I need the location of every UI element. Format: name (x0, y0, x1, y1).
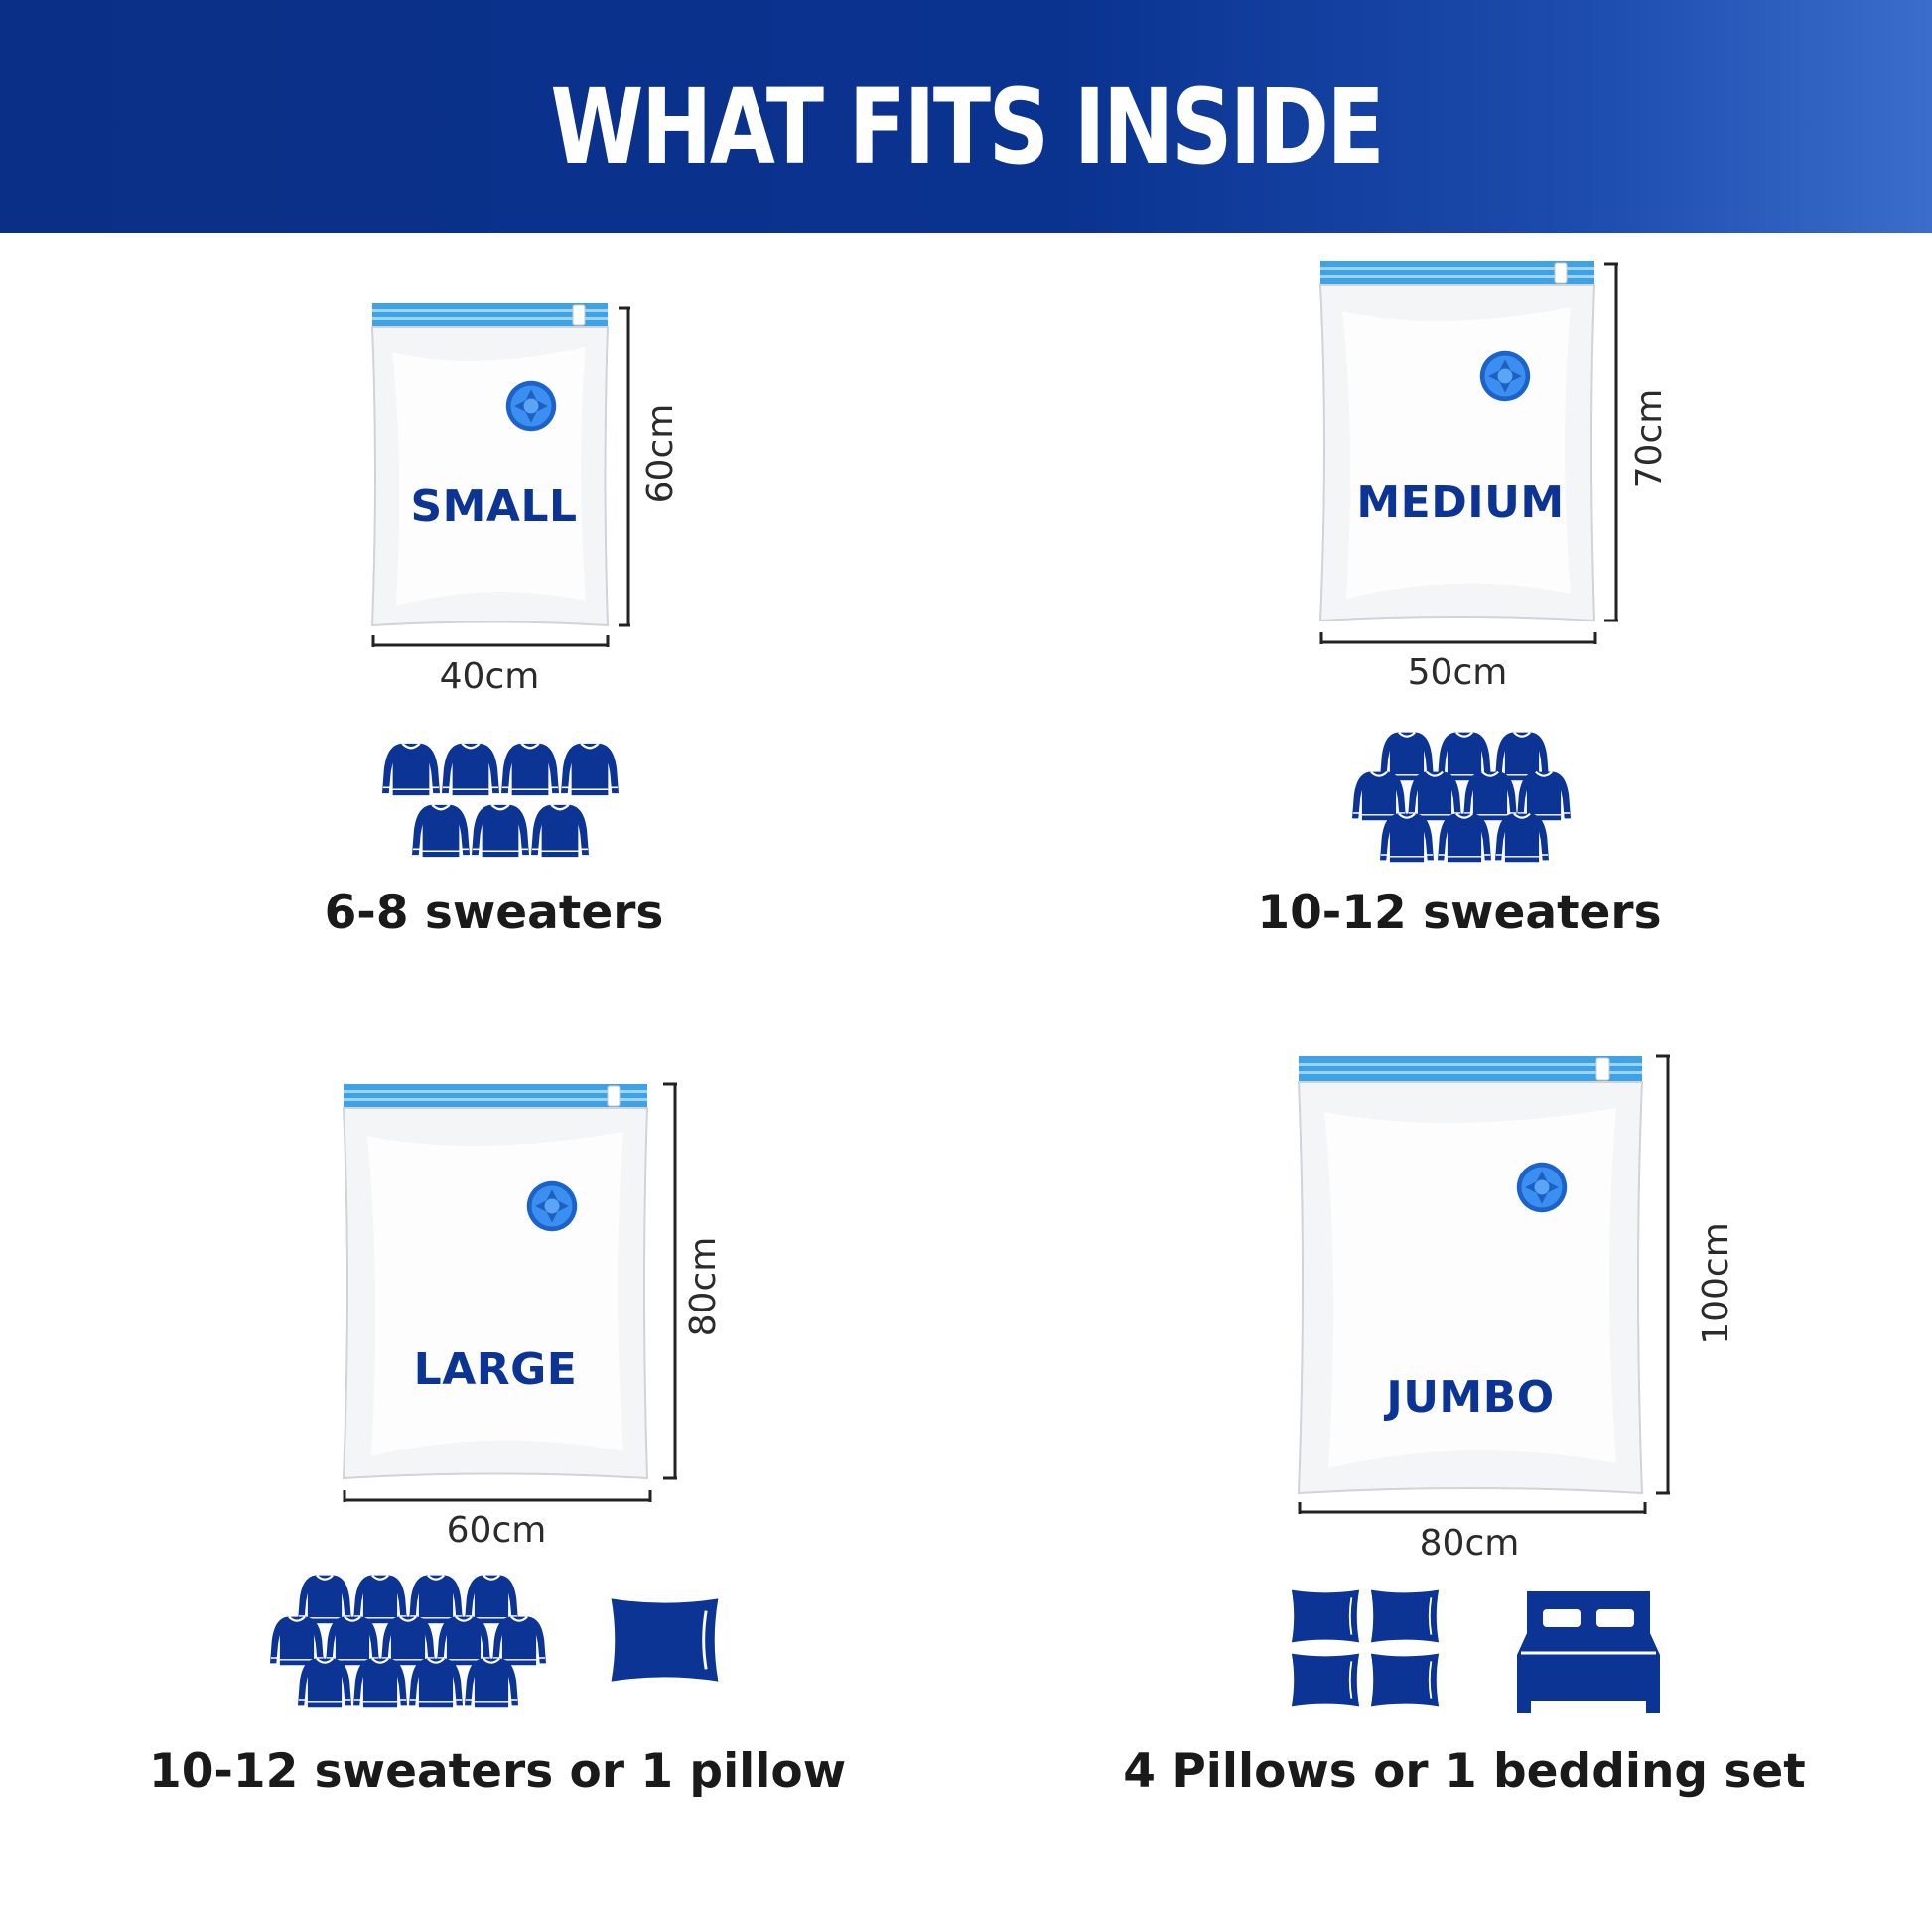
sweater-icon (1380, 810, 1434, 864)
bag-small: SMALL (370, 303, 630, 640)
valve-icon (503, 378, 559, 434)
width-label: 80cm (1419, 1523, 1520, 1564)
height-label: 70cm (1629, 388, 1670, 489)
sweater-icon (1438, 810, 1491, 864)
pillow-icon (1366, 1586, 1444, 1647)
pillow-icon-group (1287, 1586, 1446, 1715)
sweater-icon-group (382, 740, 621, 864)
sweater-icon (561, 740, 619, 797)
pillow-icon (603, 1591, 727, 1689)
sweater-icon (442, 740, 499, 797)
bed-icon (1517, 1591, 1660, 1713)
sweater-icon (472, 801, 529, 859)
bag-label: LARGE (413, 1344, 578, 1395)
capacity-caption: 10-12 sweaters or 1 pillow (149, 1744, 847, 1799)
sweater-icon (382, 740, 440, 797)
capacity-caption: 4 Pillows or 1 bedding set (1123, 1744, 1806, 1799)
pillow-icon (1287, 1586, 1364, 1647)
pillow-icon (1366, 1649, 1444, 1711)
height-label: 80cm (683, 1236, 724, 1337)
height-label: 60cm (640, 403, 681, 504)
sweater-icon (412, 801, 470, 859)
valve-icon (524, 1178, 580, 1234)
valve-icon (1477, 348, 1533, 404)
sweater-icon (1495, 810, 1549, 864)
sweater-icon (531, 801, 589, 859)
page-title: WHAT FITS INSIDE (550, 66, 1384, 188)
sweater-icon (501, 740, 559, 797)
sweater-icon-group (270, 1572, 548, 1711)
sweater-icon (409, 1655, 463, 1709)
bag-label: SMALL (410, 482, 578, 532)
capacity-caption: 6-8 sweaters (324, 886, 664, 940)
header-banner: WHAT FITS INSIDE (0, 0, 1932, 233)
capacity-caption: 10-12 sweaters (1257, 886, 1662, 940)
width-label: 40cm (439, 656, 540, 697)
bag-label: MEDIUM (1356, 478, 1565, 528)
sweater-icon (353, 1655, 407, 1709)
width-dimension-line (343, 1490, 652, 1502)
width-label: 60cm (446, 1510, 547, 1551)
valve-icon (1514, 1160, 1570, 1215)
width-label: 50cm (1407, 652, 1508, 693)
bag-large: LARGE (342, 1082, 681, 1496)
sweater-icon (298, 1655, 351, 1709)
height-label: 100cm (1696, 1222, 1736, 1345)
bag-medium: MEDIUM (1318, 261, 1628, 628)
sweater-icon-group (1352, 729, 1571, 868)
bag-label: JUMBO (1386, 1372, 1555, 1423)
bag-jumbo: JUMBO (1297, 1054, 1676, 1513)
sweater-icon (465, 1655, 518, 1709)
width-dimension-line (1298, 1502, 1647, 1514)
width-dimension-line (371, 635, 610, 647)
width-dimension-line (1319, 632, 1597, 644)
pillow-icon (1287, 1649, 1364, 1711)
